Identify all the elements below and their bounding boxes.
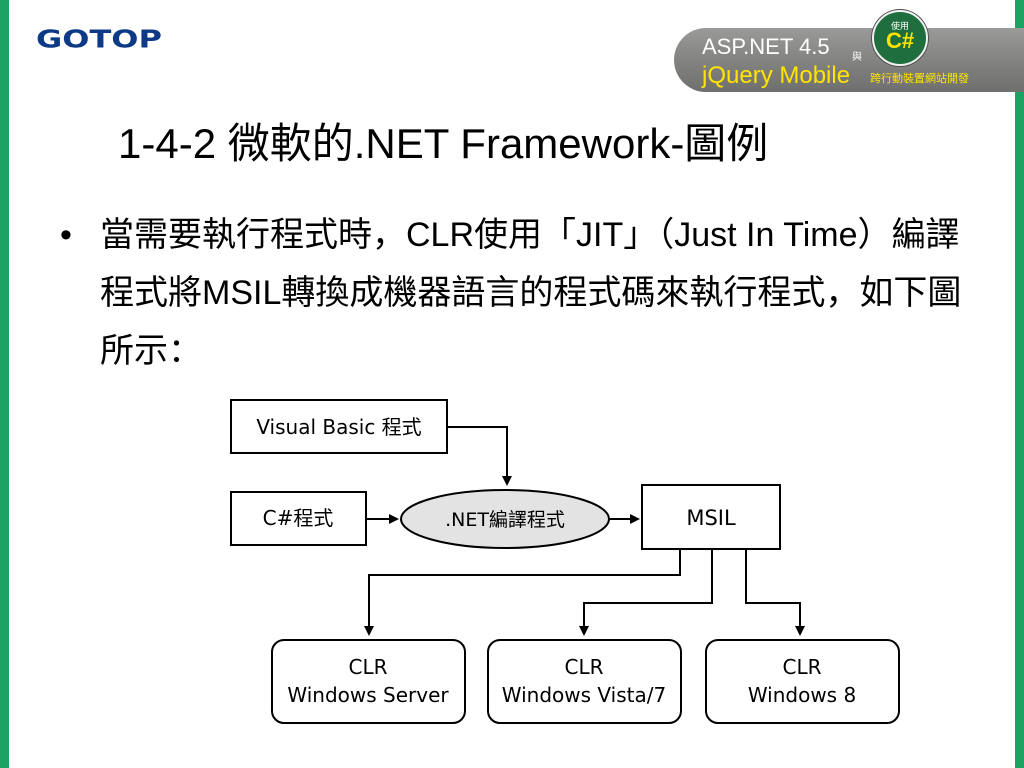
banner-line1: ASP.NET 4.5 [702, 34, 830, 59]
banner-line2: jQuery Mobile [702, 62, 851, 89]
arrow-msil-to-vista [579, 549, 713, 636]
clr-windows-vista-line1: CLR [564, 655, 603, 679]
clr-windows-vista-box [487, 639, 682, 724]
bullet-marker: • [60, 216, 72, 254]
csharp-program-label: C#程式 [263, 506, 334, 530]
csharp-badge: 使用 C# [872, 10, 928, 66]
clr-windows-vista-line2: Windows Vista/7 [502, 683, 666, 707]
arrow-msil-to-server [364, 549, 681, 636]
arrow-msil-to-win8 [745, 549, 805, 636]
msil-label: MSIL [686, 506, 736, 530]
clr-windows8-line1: CLR [782, 655, 821, 679]
book-banner: ASP.NET 4.5 與 jQuery Mobile 跨行動裝置網站開發 使用… [674, 10, 1024, 94]
banner-conjunction: 與 [852, 52, 862, 63]
flow-arrows [364, 426, 805, 636]
clr-windows-server-line2: Windows Server [287, 683, 449, 707]
vb-program-label: Visual Basic 程式 [256, 415, 421, 439]
badge-label: 使用 [890, 21, 909, 31]
banner-background [674, 28, 1024, 92]
clr-windows8-line2: Windows 8 [748, 683, 856, 707]
vb-program-box [230, 399, 448, 454]
banner-subtitle: 跨行動裝置網站開發 [870, 73, 969, 85]
slide-title: 1-4-2 微軟的.NET Framework-圖例 [118, 120, 769, 167]
csharp-program-box [230, 491, 367, 546]
left-accent-bar [0, 0, 9, 768]
bullet-text: 當需要執行程式時，CLR使用「JIT」（Just In Time）編譯程式將MS… [100, 216, 962, 370]
arrow-vb-to-compiler [447, 426, 512, 486]
compiler-label: .NET編譯程式 [445, 509, 565, 531]
badge-language: C# [885, 28, 915, 53]
clr-windows-server-line1: CLR [348, 655, 387, 679]
publisher-logo: GOTOP [36, 24, 162, 54]
clr-windows-server-box [271, 639, 466, 724]
right-accent-bar [1015, 0, 1024, 768]
clr-windows8-box [705, 639, 900, 724]
